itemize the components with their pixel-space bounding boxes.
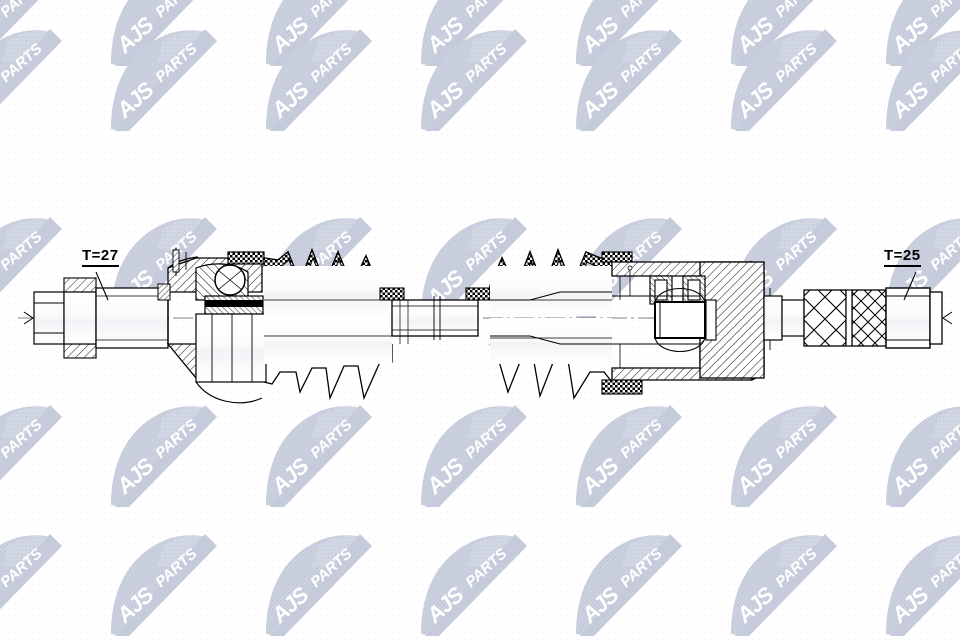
spline-label-right-text: T=25 [884, 247, 921, 264]
spline-label-right-rule [884, 265, 921, 267]
spline-label-left: T=27 [82, 248, 119, 267]
spline-label-right: T=25 [884, 248, 921, 267]
spline-label-left-text: T=27 [82, 247, 119, 264]
spline-label-left-rule [82, 265, 119, 267]
